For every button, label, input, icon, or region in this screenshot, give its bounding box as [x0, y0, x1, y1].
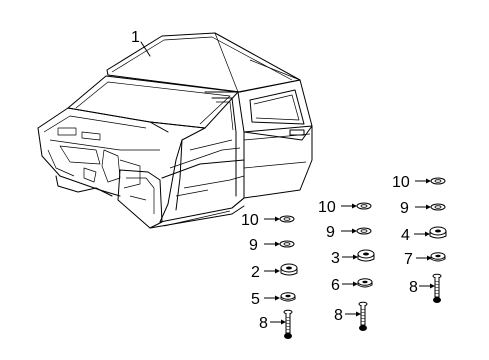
callout-8b: 8: [334, 307, 343, 324]
callout-3: 3: [331, 250, 340, 267]
cushion-icon: [429, 226, 447, 239]
washer-icon: [356, 202, 372, 210]
washer-icon: [279, 215, 295, 223]
cushion-icon: [357, 278, 373, 288]
washer-icon: [356, 227, 372, 235]
callout-5: 5: [251, 291, 260, 308]
callout-1: 1: [131, 29, 140, 46]
callout-4: 4: [401, 227, 410, 244]
callout-6: 6: [331, 277, 340, 294]
washer-icon: [430, 203, 446, 211]
callout-8a: 8: [259, 315, 268, 332]
bolt-icon: [283, 309, 293, 340]
callout-9b: 9: [326, 224, 335, 241]
callout-7: 7: [404, 251, 413, 268]
callout-10a: 10: [241, 212, 259, 229]
cushion-icon: [357, 249, 375, 262]
part-group-b: 10 9 3 6 8: [318, 199, 375, 332]
callout-9c: 9: [400, 200, 409, 217]
washer-icon: [279, 240, 295, 248]
part-group-c: 10 9 4 7 8: [392, 174, 447, 304]
part-group-a: 10 9 2 5 8: [241, 212, 298, 340]
callout-9a: 9: [249, 237, 258, 254]
cushion-icon: [430, 252, 446, 262]
callout-10b: 10: [318, 199, 336, 216]
bolt-icon: [358, 301, 368, 332]
pickup-cab-icon: [37, 32, 313, 229]
callout-2: 2: [251, 264, 260, 281]
cushion-icon: [280, 292, 296, 302]
callout-10c: 10: [392, 174, 410, 191]
washer-icon: [430, 177, 446, 185]
cushion-icon: [280, 263, 298, 276]
bolt-icon: [432, 273, 442, 304]
callout-8c: 8: [409, 279, 418, 296]
